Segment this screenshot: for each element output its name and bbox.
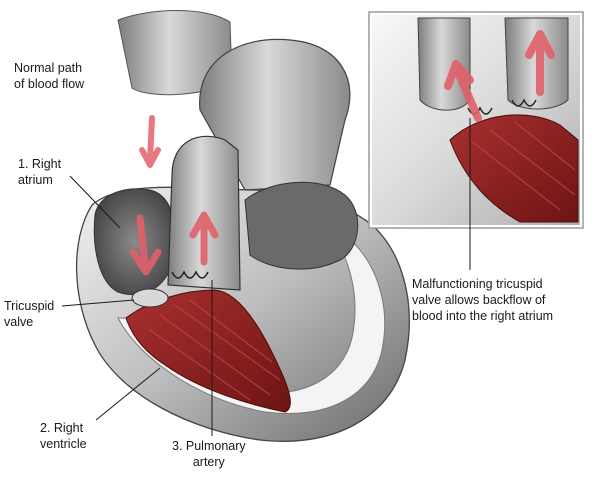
inset-outflow-arrow — [525, 30, 555, 96]
leader-right-ventricle — [95, 367, 161, 421]
muscle-striations — [149, 299, 281, 401]
heart-cutaway — [75, 10, 410, 442]
left-chambers — [244, 181, 359, 270]
tricuspid-valve-ring — [131, 288, 169, 308]
leader-tricuspid — [61, 299, 135, 307]
arrow-sv-inflow — [139, 115, 161, 168]
label-right-ventricle: 2. Right ventricle — [40, 421, 87, 451]
right-atrium-chamber — [93, 188, 176, 296]
inset-vessel-left — [417, 17, 471, 111]
label-malfunctioning-valve: Malfunctioning tricuspid valve allows ba… — [412, 277, 554, 323]
arrow-pulmonary-up — [189, 211, 219, 266]
inset-panel — [368, 11, 584, 229]
leader-right-atrium — [69, 175, 121, 229]
leader-lines — [61, 118, 471, 436]
label-pulmonary-artery: 3. Pulmonary artery — [172, 439, 246, 469]
label-normal-path: Normal path of blood flow — [14, 61, 85, 91]
inset-backflow-arrow — [444, 60, 482, 122]
label-tricuspid-valve: Tricuspid valve — [4, 299, 55, 329]
arrow-atrium-down — [129, 214, 162, 276]
inset-striations — [469, 121, 576, 211]
pulmonary-valve — [171, 270, 209, 279]
label-right-atrium: 1. Right atrium — [18, 157, 62, 187]
